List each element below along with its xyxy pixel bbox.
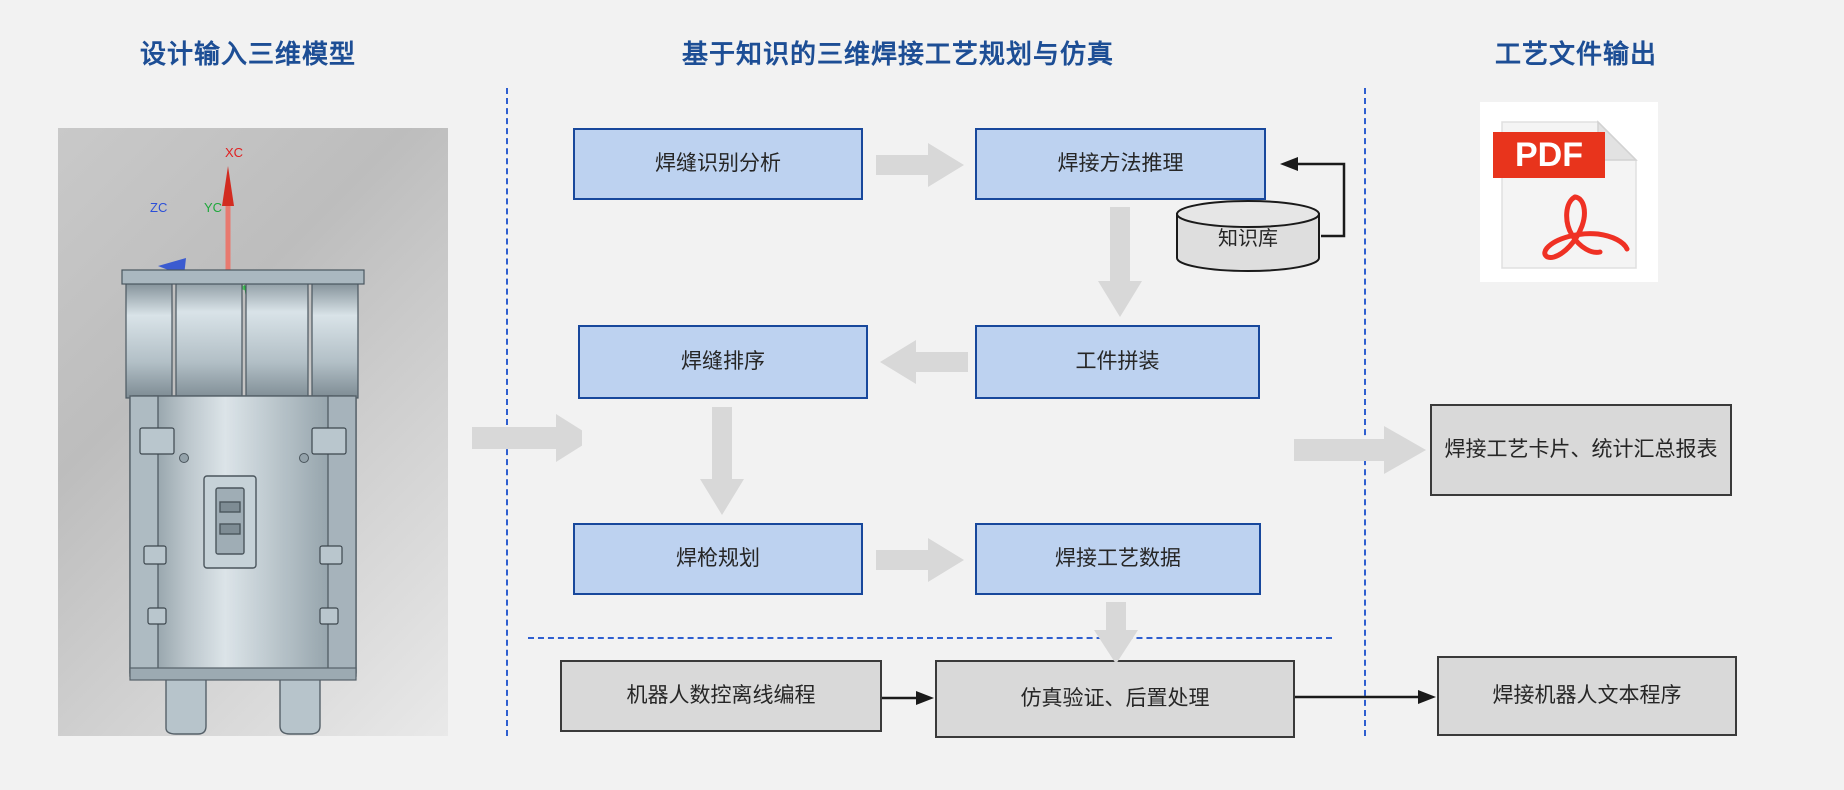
node-robot-offline-programming[interactable]: 机器人数控离线编程 [560,660,882,732]
arrowhead-sim-to-program [1418,690,1436,704]
pdf-file-icon[interactable]: PDF [1480,102,1658,282]
arrow-input-to-center [472,414,582,462]
arrow-down-reasoning-to-assembly [1098,207,1142,317]
node-weld-seam-recognition[interactable]: 焊缝识别分析 [573,128,863,200]
arrow-right-row3 [876,538,964,582]
arrow-right-row1 [876,143,964,187]
arrow-left-row2 [880,340,968,384]
node-torch-planning[interactable]: 焊枪规划 [573,523,863,595]
pdf-icon-glyph: PDF [1480,102,1658,282]
output-robot-text-program[interactable]: 焊接机器人文本程序 [1437,656,1737,736]
node-welding-process-data[interactable]: 焊接工艺数据 [975,523,1261,595]
divider-right-dashed [1364,88,1366,736]
center-column-title: 基于知识的三维焊接工艺规划与仿真 [682,39,1115,69]
knowledge-base-label: 知识库 [1218,228,1278,250]
knowledge-base-datastore[interactable]: 知识库 [1175,200,1321,272]
output-process-card-report[interactable]: 焊接工艺卡片、统计汇总报表 [1430,404,1732,496]
three-d-model-render [121,166,365,735]
axis-y-label: YC [204,200,223,215]
axis-x-label: XC [225,145,244,160]
arrowhead-kb-to-reasoning [1280,157,1298,171]
arrow-down-sequencing-to-torch [700,407,744,515]
node-welding-method-reasoning[interactable]: 焊接方法推理 [975,128,1266,200]
arrow-center-to-output [1294,426,1426,474]
axis-z-label: ZC [150,200,168,215]
arrowhead-offline-to-sim [916,691,934,705]
right-column-title: 工艺文件输出 [1495,39,1658,69]
left-column-title: 设计输入三维模型 [140,39,357,69]
divider-left-dashed [506,88,508,736]
node-simulation-postprocessing[interactable]: 仿真验证、后置处理 [935,660,1295,738]
node-weld-seam-sequencing[interactable]: 焊缝排序 [578,325,868,399]
divider-horizontal-dashed [528,637,1332,639]
arrow-down-data-to-simulation [1094,602,1138,664]
pdf-badge-text: PDF [1515,136,1583,174]
three-d-model-viewport: XC ZC YC [58,128,448,736]
node-workpiece-assembly[interactable]: 工件拼装 [975,325,1260,399]
